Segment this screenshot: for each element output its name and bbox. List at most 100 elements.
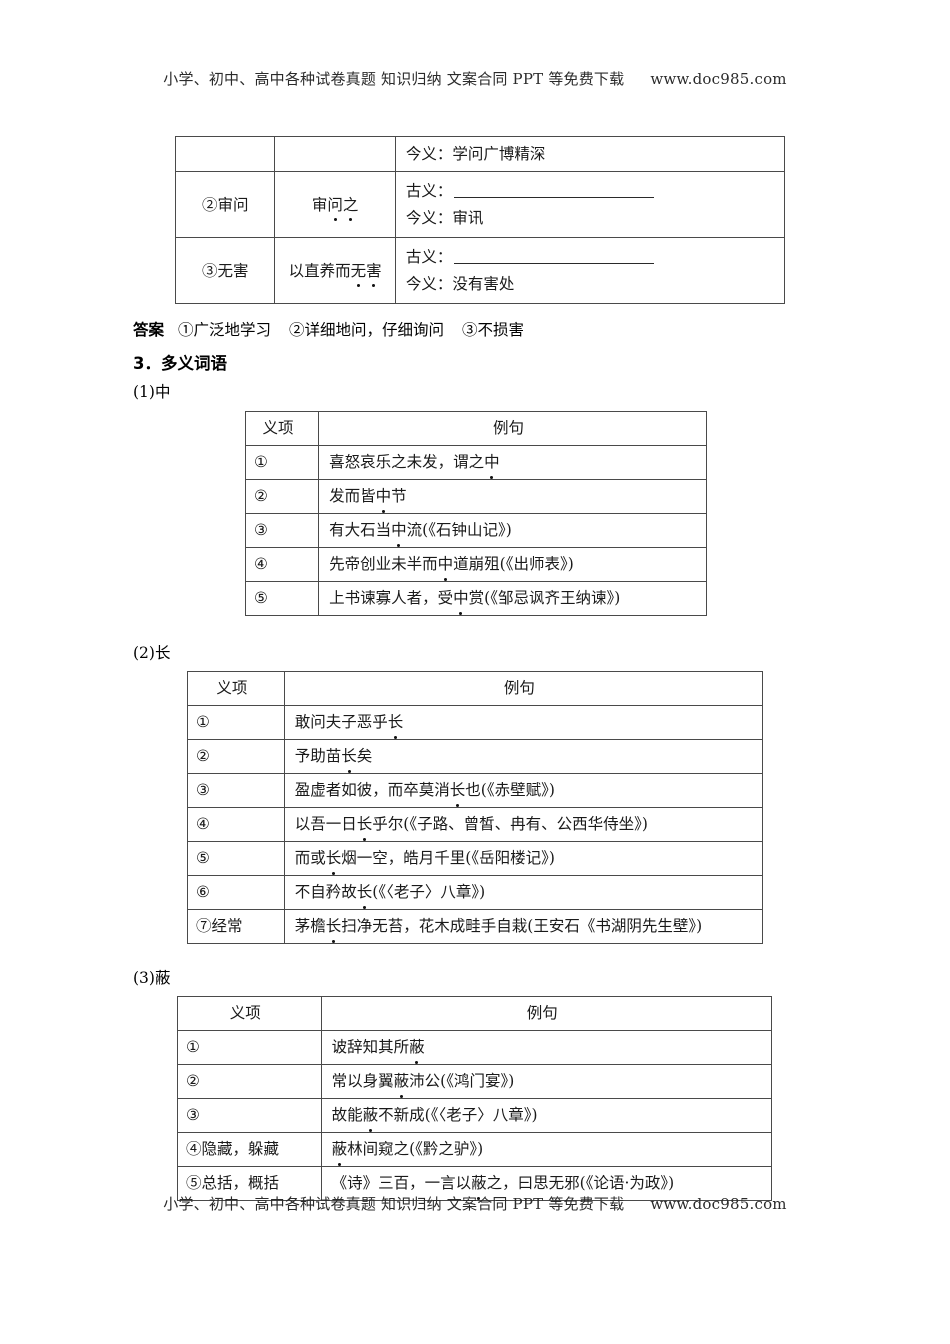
- section-heading: 3．多义词语: [133, 350, 227, 374]
- example-cell: 而或长烟一空，皓月千里(《岳阳楼记》): [283, 841, 764, 876]
- answer-item: ①广泛地学习: [178, 321, 272, 339]
- example-cell: 上书谏寡人者，受中赏(《邹忌讽齐王纳谏》): [318, 581, 707, 616]
- emphasis-dot-char: 蔽: [363, 1104, 378, 1133]
- sense-cell: ④隐藏，躲藏: [177, 1132, 322, 1167]
- example-cell: [274, 135, 396, 173]
- emphasis-dot-char: 长: [341, 745, 357, 774]
- ancient-meaning-label: 古义：: [405, 182, 453, 201]
- example-cell: 蔽林间窥之(《黔之驴》): [320, 1132, 773, 1167]
- modern-meaning-label: 今义：: [405, 208, 453, 227]
- polysemy-table-chang: 义项 例句 ① 敢问夫子恶乎长 ② 予助苗长矣 ③ 盈虚者如彼，而卒莫消长也(《…: [187, 671, 764, 944]
- entry-label-bi: (3)蔽: [133, 969, 171, 987]
- sense-cell: ④: [244, 547, 320, 582]
- sense-cell: ③: [187, 773, 285, 808]
- sense-cell: ⑤: [187, 841, 285, 876]
- emphasis-dot-char: 问: [327, 194, 343, 222]
- example-cell: 以直养而无害: [274, 237, 396, 305]
- sense-cell: ②: [187, 739, 285, 774]
- answer-label: 答案: [133, 320, 165, 339]
- table-row: ⑤ 上书谏寡人者，受中赏(《邹忌讽齐王纳谏》): [244, 581, 707, 616]
- sense-cell: ⑤总括，概括: [177, 1166, 322, 1201]
- example-cell: 茅檐长扫净无苔，花木成畦手自栽(王安石《书湖阴先生壁》): [283, 909, 764, 944]
- column-header-sense: 义项: [244, 411, 320, 446]
- sense-cell: ①: [177, 1030, 322, 1065]
- example-cell: 盈虚者如彼，而卒莫消长也(《赤壁赋》): [283, 773, 764, 808]
- emphasis-dot-char: 中: [438, 553, 453, 582]
- column-header-example: 例句: [318, 411, 707, 446]
- table-row: ⑦经常 茅檐长扫净无苔，花木成畦手自栽(王安石《书湖阴先生壁》): [187, 909, 764, 944]
- ancient-meaning-line: 古义：: [406, 244, 776, 270]
- example-cell: 《诗》三百，一言以蔽之，曰思无邪(《论语·为政》): [320, 1166, 773, 1201]
- answer-blank[interactable]: [454, 197, 655, 199]
- sense-cell: ①: [244, 445, 320, 480]
- example-cell: 喜怒哀乐之未发，谓之中: [318, 445, 707, 480]
- entry-label-chang: (2)长: [133, 644, 171, 662]
- running-head-text: 小学、初中、高中各种试卷真题 知识归纳 文案合同 PPT 等免费下载: [163, 70, 625, 88]
- sense-cell: ③: [244, 513, 320, 548]
- table-header-row: 义项 例句: [244, 411, 707, 446]
- sense-cell: ⑤: [244, 581, 320, 616]
- emphasis-dot-char: 长: [357, 813, 372, 842]
- answer-item: ③不损害: [462, 321, 525, 339]
- table-row: ④ 先帝创业未半而中道崩殂(《出师表》): [244, 547, 707, 582]
- emphasis-dot-char: 蔽: [471, 1172, 487, 1201]
- column-header-sense: 义项: [187, 671, 285, 706]
- sense-cell: ③: [177, 1098, 322, 1133]
- running-foot-url: www.doc985.com: [650, 1195, 787, 1213]
- answer-blank[interactable]: [454, 263, 655, 265]
- emphasis-dot-char: 中: [453, 587, 469, 616]
- word-cell: ③无害: [174, 237, 276, 305]
- table-header-row: 义项 例句: [177, 996, 773, 1031]
- sense-cell: ⑦经常: [187, 909, 285, 944]
- emphasis-dot-char: 中: [376, 485, 391, 514]
- running-foot-text: 小学、初中、高中各种试卷真题 知识归纳 文案合同 PPT 等免费下载: [163, 1195, 625, 1213]
- sense-cell: ①: [187, 705, 285, 740]
- ancient-meaning-line: 古义：: [406, 178, 776, 204]
- emphasis-dot-char: 长: [326, 915, 341, 944]
- modern-meaning-line: 今义：没有害处: [406, 271, 776, 297]
- modern-meaning-line: 今义：学问广博精深: [406, 141, 776, 167]
- table-row: ① 敢问夫子恶乎长: [187, 705, 764, 740]
- meaning-cell: 今义：学问广博精深: [394, 135, 786, 173]
- column-header-sense: 义项: [177, 996, 322, 1031]
- example-cell: 常以身翼蔽沛公(《鸿门宴》): [320, 1064, 773, 1099]
- table-row: ②审问 审问之 古义： 今义：审讯: [174, 171, 786, 239]
- entry-label-zhong: (1)中: [133, 383, 171, 401]
- table-row: ③ 有大石当中流(《石钟山记》): [244, 513, 707, 548]
- emphasis-dot-char: 长: [388, 711, 403, 740]
- emphasis-dot-char: 无: [351, 260, 366, 288]
- sense-cell: ④: [187, 807, 285, 842]
- modern-meaning-value: 审讯: [452, 208, 484, 227]
- emphasis-dot-char: 蔽: [332, 1138, 347, 1167]
- example-cell: 发而皆中节: [318, 479, 707, 514]
- column-header-example: 例句: [283, 671, 764, 706]
- example-cell: 以吾一日长乎尔(《子路、曾皙、冉有、公西华侍坐》): [283, 807, 764, 842]
- table-row: ② 发而皆中节: [244, 479, 707, 514]
- table-row: ⑤ 而或长烟一空，皓月千里(《岳阳楼记》): [187, 841, 764, 876]
- emphasis-dot-char: 蔽: [409, 1036, 425, 1065]
- column-header-example: 例句: [320, 996, 773, 1031]
- modern-meaning-value: 学问广博精深: [452, 145, 546, 163]
- emphasis-dot-char: 害: [366, 260, 382, 288]
- emphasis-dot-char: 之: [343, 194, 358, 222]
- answer-line: 答案 ①广泛地学习 ②详细地问，仔细询问 ③不损害: [133, 318, 542, 340]
- sense-cell: ⑥: [187, 875, 285, 910]
- ancient-meaning-label: 古义：: [405, 248, 453, 267]
- table-row: ③ 盈虚者如彼，而卒莫消长也(《赤壁赋》): [187, 773, 764, 808]
- emphasis-dot-char: 长: [357, 881, 372, 910]
- modern-meaning-line: 今义：审讯: [406, 205, 776, 231]
- example-cell: 诐辞知其所蔽: [320, 1030, 773, 1065]
- table-row: ③ 故能蔽不新成(《〈老子〉八章》): [177, 1098, 773, 1133]
- example-cell: 故能蔽不新成(《〈老子〉八章》): [320, 1098, 773, 1133]
- modern-meaning-label: 今义：: [405, 274, 453, 293]
- section-title: 多义词语: [160, 354, 227, 373]
- table-row: 今义：学问广博精深: [174, 135, 786, 173]
- emphasis-dot-char: 长: [450, 779, 465, 808]
- modern-meaning-label: 今义：: [405, 145, 453, 163]
- emphasis-dot-char: 长: [326, 847, 341, 876]
- example-cell: 先帝创业未半而中道崩殂(《出师表》): [318, 547, 707, 582]
- polysemy-table-bi: 义项 例句 ① 诐辞知其所蔽 ② 常以身翼蔽沛公(《鸿门宴》) ③ 故能蔽不新成…: [177, 996, 773, 1201]
- answer-item: ②详细地问，仔细询问: [289, 321, 445, 339]
- table-header-row: 义项 例句: [187, 671, 764, 706]
